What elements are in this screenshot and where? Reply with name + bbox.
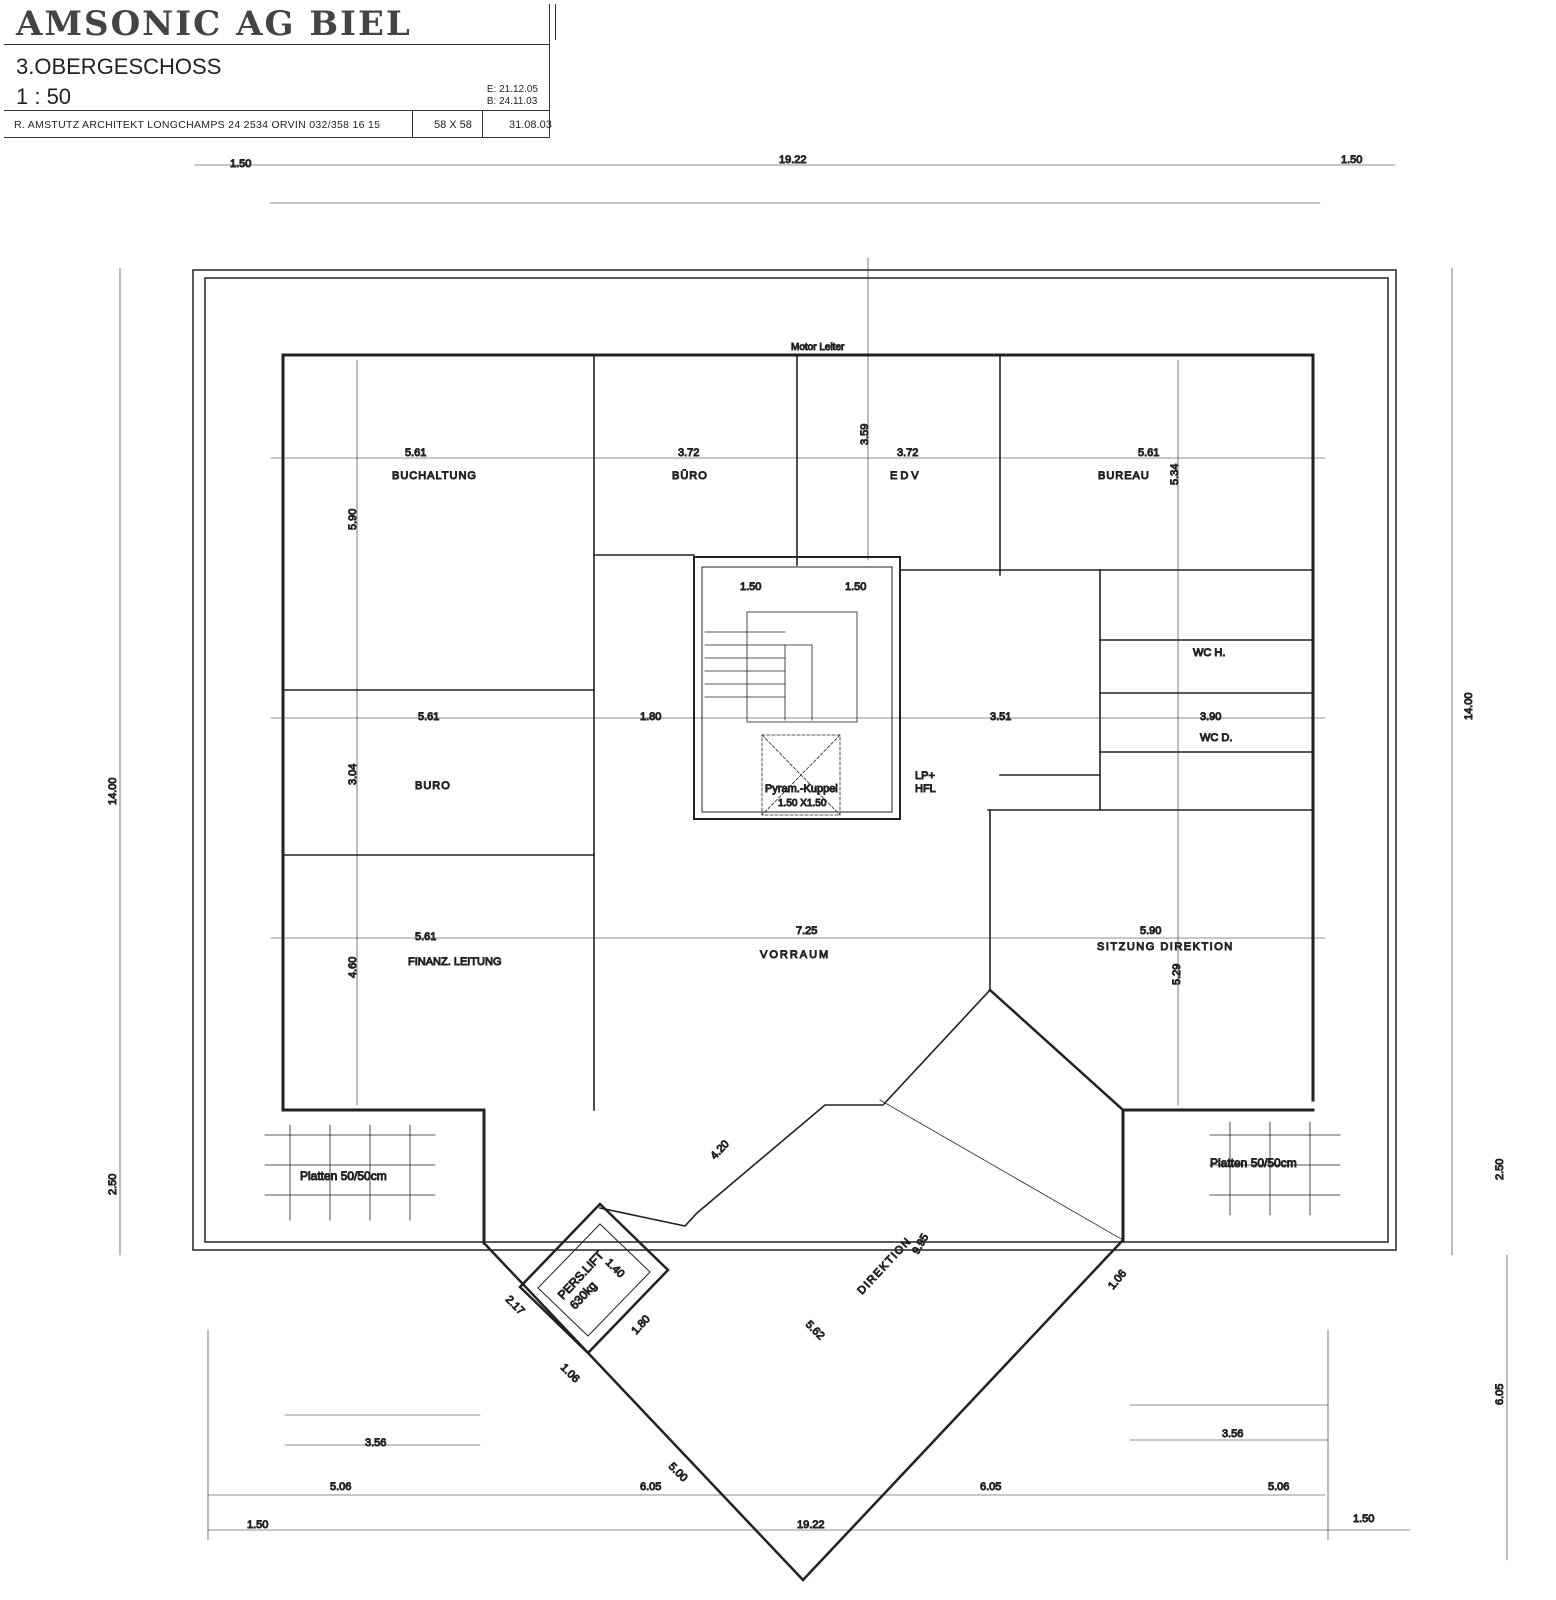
- dim-wing-edge: 2.17: [503, 1294, 527, 1318]
- room-buro-left: BURO: [415, 780, 451, 792]
- dim-buero-width: 3.72: [678, 447, 699, 459]
- dim-overall-width-bottom: 19.22: [797, 1519, 825, 1531]
- dim-margin-br: 1.50: [1353, 1513, 1374, 1525]
- architect-line: R. AMSTUTZ ARCHITEKT LONGCHAMPS 24 2534 …: [14, 119, 381, 131]
- dim-room-depth: 5.90: [347, 509, 359, 530]
- room-bureau: BUREAU: [1098, 470, 1150, 482]
- motor-label: Motor Leiter: [791, 342, 845, 353]
- axis-lines: [119, 164, 1453, 1256]
- dim-wing-small: 1.06: [558, 1362, 582, 1386]
- paving-left: [264, 1124, 436, 1221]
- paving-left-label: Platten 50/50cm: [300, 1169, 387, 1183]
- floor-title: 3.OBERGESCHOSS: [16, 54, 222, 79]
- dim-direktion-diag: 5.62: [803, 1319, 827, 1343]
- revision-dates: E: 21.12.05 B: 24.11.03: [487, 84, 538, 108]
- room-buchaltung: BUCHALTUNG: [392, 470, 477, 482]
- dim-wc-width: 3.90: [1200, 711, 1221, 723]
- drawing-date: 31.08.03: [509, 119, 552, 131]
- revision-e: E: 21.12.05: [486, 84, 538, 95]
- terrace-border: [192, 269, 1397, 1251]
- room-sitzung: SITZUNG DIREKTION: [1097, 941, 1234, 953]
- dim-bottom-span-right: 3.56: [1222, 1428, 1243, 1440]
- title-block: AMSONIC AG BIEL 3.OBERGESCHOSS 1 : 50 E:…: [4, 4, 560, 138]
- pyramid-skylight: [761, 734, 841, 816]
- room-edv: EDV: [890, 470, 922, 482]
- dim-wing-long: 5.00: [666, 1461, 690, 1485]
- room-buero-top: BÜRO: [672, 470, 708, 482]
- dim-bureau-width: 5.61: [1138, 447, 1159, 459]
- bottom-dimensions: [207, 1254, 1508, 1561]
- stairwell: [693, 556, 901, 820]
- room-finanz: FINANZ. LEITUNG: [408, 956, 502, 968]
- dim-overall-width: 19.22: [779, 154, 807, 166]
- lift-shaft: [518, 1202, 670, 1355]
- dim-lift-depth: 1.80: [629, 1313, 652, 1337]
- pyramid-size: 1.50 X1.50: [778, 798, 827, 809]
- dim-left-bottom: 2.50: [107, 1174, 119, 1195]
- dim-stair-right: 1.50: [845, 581, 866, 593]
- dim-bottom-span-left: 3.56: [365, 1437, 386, 1449]
- dim-right-bottom: 2.50: [1494, 1159, 1506, 1180]
- dim-stair-lower: 1.80: [640, 711, 661, 723]
- dim-bottom-outer-right: 5.06: [1268, 1481, 1289, 1493]
- pyramid-label: Pyram.-Kuppel: [765, 783, 838, 795]
- dim-vorraum-width: 7.25: [796, 925, 817, 937]
- dim-bottom-inner-left: 6.05: [640, 1481, 661, 1493]
- dim-wing-right-small: 1.06: [1106, 1268, 1129, 1292]
- dim-top-depth: 3.59: [859, 424, 871, 445]
- dim-margin-tr: 1.50: [1341, 154, 1362, 166]
- dim-finanz-depth: 4.60: [347, 957, 359, 978]
- room-vorraum: VORRAUM: [760, 949, 830, 961]
- scale-label: 1 : 50: [16, 84, 72, 109]
- dim-sitzung-depth: 5.29: [1171, 964, 1183, 985]
- interior-walls: [282, 354, 1314, 1111]
- dim-lift-width: 1.40: [603, 1257, 627, 1281]
- dim-buchaltung-width: 5.61: [405, 447, 426, 459]
- direktion-wing: [482, 988, 1125, 1582]
- revision-b: B: 24.11.03: [486, 96, 538, 107]
- dim-bottom-inner-right: 6.05: [980, 1481, 1001, 1493]
- dim-right-total: 6.05: [1494, 1384, 1506, 1405]
- room-direktion: DIREKTION: [855, 1235, 914, 1297]
- lp-label: LP+: [915, 770, 935, 782]
- dim-finanz-width: 5.61: [415, 931, 436, 943]
- room-wc-d: WC D.: [1200, 732, 1232, 744]
- dim-buro-depth: 3.04: [347, 764, 359, 785]
- dim-edv-depth: 5.34: [1169, 464, 1181, 485]
- dim-sitzung-width: 5.90: [1140, 925, 1161, 937]
- dim-edv-width: 3.72: [897, 447, 918, 459]
- dim-buro-width: 5.61: [418, 711, 439, 723]
- dim-bottom-outer-left: 5.06: [330, 1481, 351, 1493]
- hfl-label: HFL: [915, 783, 936, 795]
- dim-margin-tl: 1.50: [230, 158, 251, 170]
- dim-overall-height-left: 14.00: [107, 777, 119, 805]
- dim-corridor-width: 3.51: [990, 711, 1011, 723]
- dim-direktion-side: 4.20: [708, 1138, 731, 1162]
- sheet-size: 58 X 58: [434, 119, 472, 131]
- company-logo: AMSONIC AG BIEL: [16, 4, 412, 44]
- dim-overall-height-right: 14.00: [1463, 692, 1475, 720]
- room-wc-h: WC H.: [1193, 647, 1225, 659]
- dim-stair-left: 1.50: [740, 581, 761, 593]
- paving-right-label: Platten 50/50cm: [1210, 1156, 1297, 1170]
- dim-margin-bl: 1.50: [247, 1519, 268, 1531]
- dim-direktion-long: 9.95: [910, 1232, 931, 1257]
- paving-right: [1209, 1121, 1341, 1216]
